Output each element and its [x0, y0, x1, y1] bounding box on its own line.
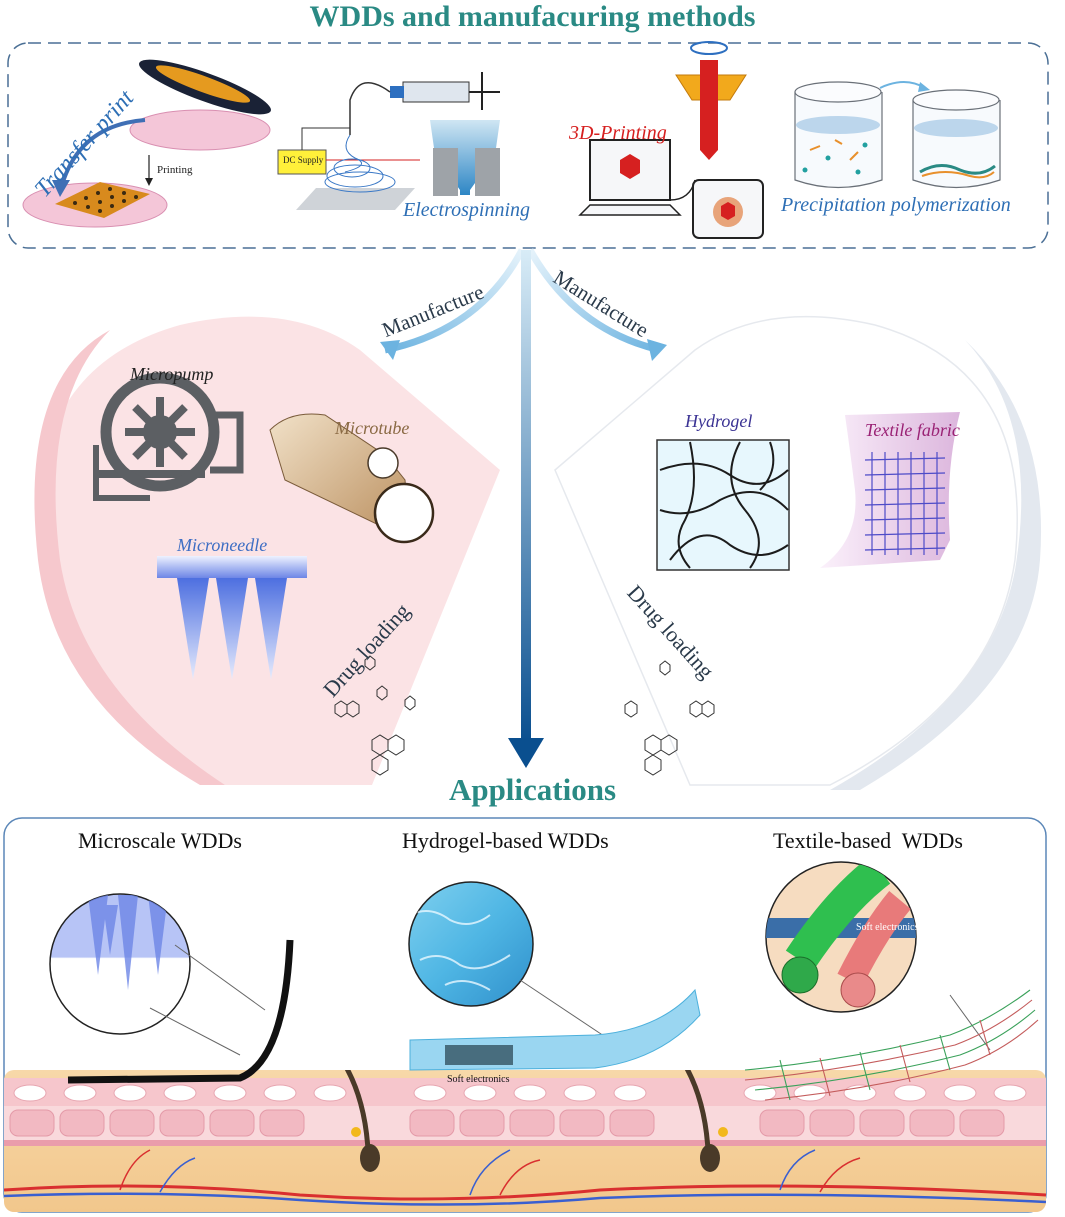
electrospinning-illustration	[277, 72, 500, 210]
manufacture-arrow-right	[526, 248, 661, 354]
precipitation-polymerization-label: Precipitation polymerization	[781, 194, 1011, 216]
microtube-label: Microtube	[335, 418, 410, 438]
hydrogel-network-icon	[656, 439, 790, 571]
manufacture-arrowhead-left	[380, 340, 400, 360]
microneedle-label: Microneedle	[177, 535, 268, 555]
applications-title: Applications	[448, 772, 617, 807]
manufacture-arrowhead-right	[647, 339, 667, 361]
left-lobe-shadow	[34, 330, 225, 785]
3d-printing-label: 3D-Printing	[569, 122, 667, 144]
methods-panel	[7, 42, 1049, 249]
textile-based-wdds-label: Textile-based WDDs	[773, 828, 963, 853]
microscale-wdd-illustration	[49, 893, 294, 1084]
soft-electronics-textile-label: Soft electronics	[856, 922, 919, 933]
dc-supply-label: DC Supply	[283, 155, 324, 165]
printing-label: Printing	[157, 164, 193, 176]
hair-follicle-icon-1	[342, 1070, 380, 1172]
manufacture-arrow-left	[384, 248, 526, 354]
hydrogel-based-wdds-label: Hydrogel-based WDDs	[402, 828, 609, 853]
hydrogel-label: Hydrogel	[685, 411, 753, 431]
3d-printing-illustration	[578, 41, 764, 239]
textile-fabric-label: Textile fabric	[865, 420, 960, 440]
microneedle-icon	[157, 556, 307, 680]
main-arrow-shaft	[521, 250, 531, 742]
electrospinning-label: Electrospinning	[403, 199, 531, 221]
micropump-icon	[93, 372, 244, 501]
transfer-print-illustration	[22, 59, 271, 228]
main-arrowhead	[508, 738, 544, 768]
drug-molecules-right	[624, 660, 715, 776]
precipitation-polymerization-illustration	[794, 81, 1001, 189]
micropump-label: Micropump	[130, 364, 214, 384]
skin-cross-section	[4, 1070, 1046, 1212]
page-title: WDDs and manufacuring methods	[309, 0, 756, 33]
textile-fabric-icon	[820, 412, 960, 568]
microtube-icon	[269, 413, 435, 544]
microscale-wdds-label: Microscale WDDs	[78, 828, 242, 853]
hydrogel-wdd-illustration	[408, 881, 701, 1071]
hair-follicle-icon-2	[682, 1070, 728, 1172]
soft-electronics-hydrogel-label: Soft electronics	[447, 1074, 510, 1085]
left-lobe	[37, 316, 501, 785]
drug-molecules-left	[334, 655, 416, 776]
textile-wdd-illustration	[744, 861, 1039, 1101]
right-lobe-shadow	[830, 340, 1042, 790]
